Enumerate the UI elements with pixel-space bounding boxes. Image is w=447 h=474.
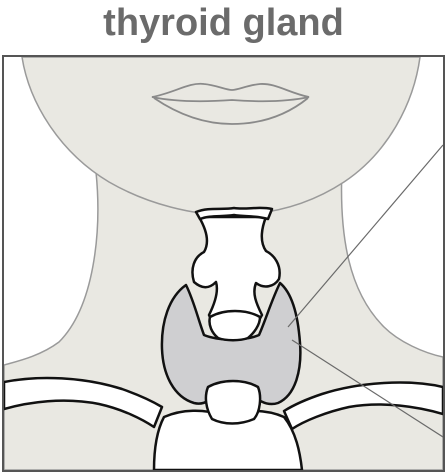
illustration-frame <box>2 55 445 472</box>
trachea-lower <box>206 381 260 424</box>
page-title: thyroid gland <box>0 0 447 50</box>
thyroid-illustration <box>4 57 443 470</box>
face-chin <box>22 57 420 215</box>
